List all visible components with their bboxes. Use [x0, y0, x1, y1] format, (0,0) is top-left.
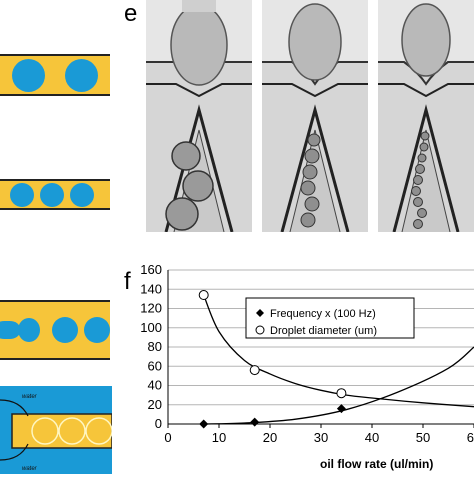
y-tick-label: 20	[148, 397, 162, 412]
flow-focusing-diagram: water water	[0, 394, 113, 472]
x-tick-label: 10	[212, 430, 226, 445]
x-tick-label: 60	[467, 430, 474, 445]
panel-label-e: e	[124, 0, 138, 27]
y-tick-label: 60	[148, 358, 162, 373]
data-point-diameter	[336, 388, 347, 399]
droplet	[12, 59, 45, 92]
data-point-frequency	[250, 417, 260, 427]
flow-label-bottom: water	[22, 466, 38, 472]
chart-points	[198, 290, 347, 429]
x-tick-label: 0	[164, 430, 171, 445]
chart-grid	[168, 269, 474, 425]
channel-flow-focusing: water water	[0, 386, 113, 474]
data-point-frequency	[336, 404, 346, 414]
trend-curve	[203, 346, 474, 425]
trend-curve	[203, 294, 474, 408]
data-point-frequency	[199, 419, 209, 429]
droplet	[84, 317, 110, 343]
droplet	[52, 317, 78, 343]
x-tick-label: 40	[365, 430, 379, 445]
droplet	[10, 183, 34, 207]
panel-label-f: f	[124, 268, 131, 295]
droplet	[70, 183, 94, 207]
channel-large-droplets	[0, 54, 110, 96]
flow-label-top: water	[22, 394, 38, 400]
legend-label-frequency: Frequency x (100 Hz)	[270, 308, 376, 320]
data-point-diameter	[198, 290, 209, 301]
x-tick-label: 50	[416, 430, 430, 445]
droplet	[40, 183, 64, 207]
y-tick-label: 0	[155, 416, 162, 431]
channel-small-droplets	[0, 179, 110, 210]
channel-droplet-pinch	[0, 300, 110, 360]
chart-curves	[203, 294, 474, 425]
x-axis-title: oil flow rate (ul/min)	[320, 457, 433, 471]
legend-diamond-marker	[256, 309, 264, 317]
micrograph-medium-droplets	[262, 0, 368, 232]
y-tick-label: 160	[140, 262, 162, 277]
x-tick-label: 30	[314, 430, 328, 445]
legend-circle-marker	[255, 325, 265, 335]
micrograph-large-droplets	[146, 0, 252, 232]
y-tick-label: 120	[140, 301, 162, 316]
chart-legend: Frequency x (100 Hz) Droplet diameter (u…	[245, 297, 415, 339]
chart-flow-rate: 0 20 40 60 80 100 120 140 160 0 10 20 30 40 50 60 Frequ…	[140, 262, 474, 471]
legend-box	[245, 297, 415, 339]
droplet-forming	[0, 321, 20, 339]
y-tick-label: 100	[140, 320, 162, 335]
x-tick-label: 20	[263, 430, 277, 445]
data-point-diameter	[249, 365, 260, 376]
y-tick-label: 40	[148, 378, 162, 393]
droplet	[65, 59, 98, 92]
legend-label-diameter: Droplet diameter (um)	[270, 325, 377, 337]
y-tick-label: 80	[148, 339, 162, 354]
chart-ticks: 0 20 40 60 80 100 120 140 160 0 10 20 30 40 50 60	[140, 262, 474, 445]
y-tick-label: 140	[140, 281, 162, 296]
micrograph-small-droplets	[378, 0, 474, 232]
droplet-neck	[18, 318, 40, 342]
